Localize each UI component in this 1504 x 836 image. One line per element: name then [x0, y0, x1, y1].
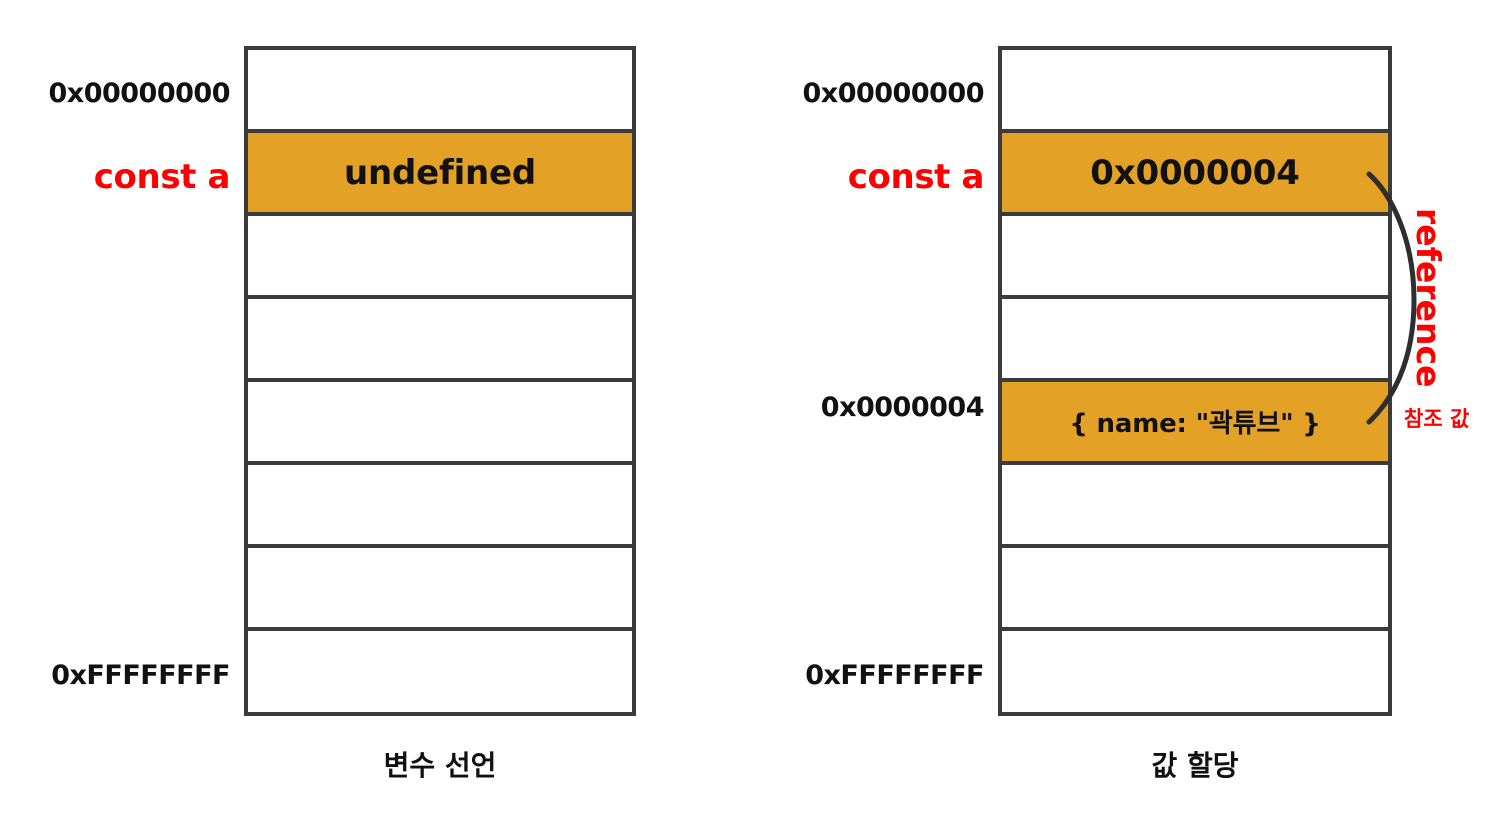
right-top-address-label: 0x00000000 — [802, 78, 985, 109]
memory-cell-value: undefined — [343, 152, 537, 193]
left-variable-label: const a — [93, 157, 231, 197]
memory-row — [248, 216, 632, 299]
memory-row — [248, 548, 632, 631]
right-variable-label: const a — [847, 157, 985, 197]
memory-row — [248, 299, 632, 382]
right-memory-table: 0x0000004 { name: "곽튜브" } — [998, 46, 1392, 716]
memory-row — [248, 50, 632, 133]
memory-row — [1002, 465, 1388, 548]
memory-cell-value: { name: "곽튜브" } — [1069, 409, 1321, 439]
right-object-address-label: 0x0000004 — [820, 392, 985, 423]
left-memory-table: undefined — [244, 46, 636, 716]
memory-row — [1002, 548, 1388, 631]
memory-row — [1002, 299, 1388, 382]
memory-row — [1002, 216, 1388, 299]
memory-row: 0x0000004 — [1002, 133, 1388, 216]
memory-row — [1002, 631, 1388, 711]
memory-row — [248, 631, 632, 711]
right-bottom-address-label: 0xFFFFFFFF — [805, 660, 984, 691]
reference-label-korean: 참조 값 — [1404, 407, 1470, 431]
memory-row: { name: "곽튜브" } — [1002, 382, 1388, 465]
memory-row — [248, 382, 632, 465]
left-panel-caption: 변수 선언 — [383, 749, 497, 782]
reference-label: reference — [1409, 208, 1448, 388]
memory-row: undefined — [248, 133, 632, 216]
memory-row — [1002, 50, 1388, 133]
left-top-address-label: 0x00000000 — [48, 78, 231, 109]
memory-cell-value: 0x0000004 — [1090, 152, 1300, 193]
memory-row — [248, 465, 632, 548]
right-panel-caption: 값 할당 — [1151, 749, 1239, 782]
left-bottom-address-label: 0xFFFFFFFF — [51, 660, 230, 691]
